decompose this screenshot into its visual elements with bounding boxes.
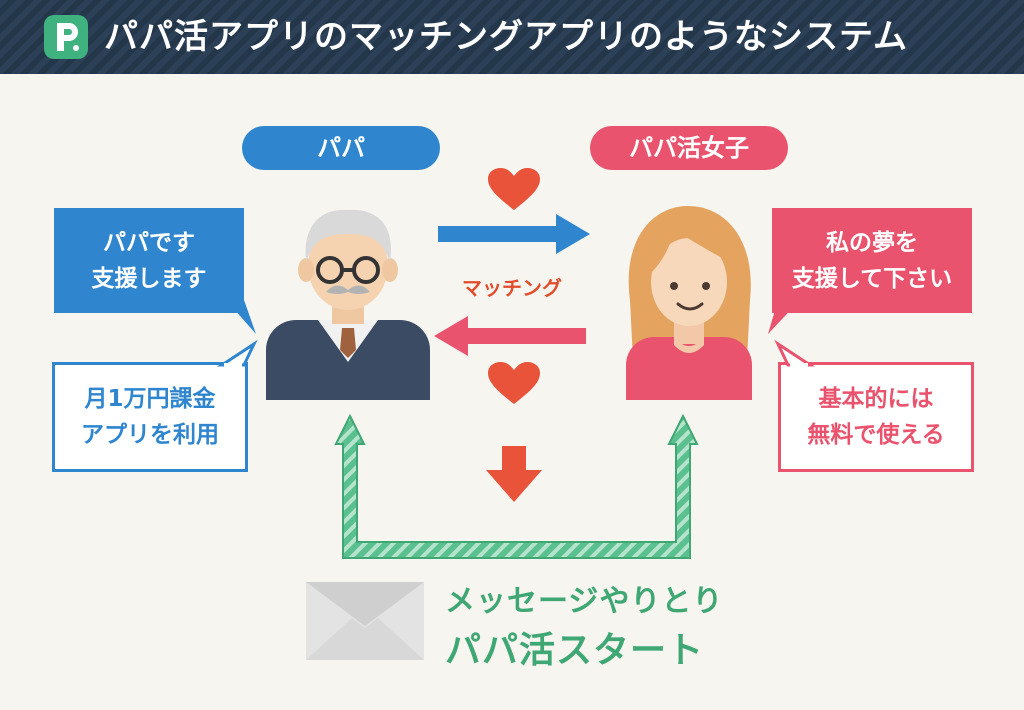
envelope-icon (306, 582, 424, 660)
papa-speech-tail (226, 300, 256, 334)
arrow-left-icon (434, 316, 586, 356)
app-logo-icon (44, 15, 88, 59)
heart-bottom-icon (488, 362, 540, 404)
papa-note-line2: アプリを利用 (81, 422, 219, 448)
papakatsu-start-text: パパ活スタート (445, 630, 705, 671)
girl-label: パパ活女子 (590, 126, 788, 170)
papa-icon (266, 209, 430, 400)
papa-note-box: 月1万円課金 アプリを利用 (52, 362, 248, 472)
girl-speech-tail (768, 300, 800, 334)
papa-speech-line1: パパです (103, 229, 195, 256)
girl-speech-line2: 支援して下さい (791, 265, 953, 292)
heart-top-icon (488, 168, 540, 210)
message-exchange-text: メッセージやりとり (445, 584, 724, 619)
girl-icon (626, 206, 752, 400)
girl-note-line1: 基本的には (818, 386, 934, 412)
header-banner: パパ活アプリのマッチングアプリのようなシステム (0, 0, 1024, 74)
girl-speech-line1: 私の夢を (826, 229, 918, 256)
arrow-down-icon (486, 446, 542, 502)
papa-note-line1: 月1万円課金 (84, 386, 216, 412)
papa-label: パパ (242, 126, 440, 170)
matching-label: マッチング (462, 276, 562, 300)
papa-speech-line2: 支援します (91, 265, 207, 292)
girl-note-line2: 無料で使える (807, 422, 945, 448)
arrow-right-icon (438, 214, 590, 254)
papa-speech-bubble: パパです 支援します (54, 208, 244, 313)
girl-speech-bubble: 私の夢を 支援して下さい (772, 208, 972, 313)
message-flow-path (334, 413, 699, 559)
page-title: パパ活アプリのマッチングアプリのようなシステム (104, 17, 908, 57)
girl-note-tail (774, 339, 816, 369)
papa-note-tail (216, 339, 258, 369)
girl-note-box: 基本的には 無料で使える (778, 362, 974, 472)
